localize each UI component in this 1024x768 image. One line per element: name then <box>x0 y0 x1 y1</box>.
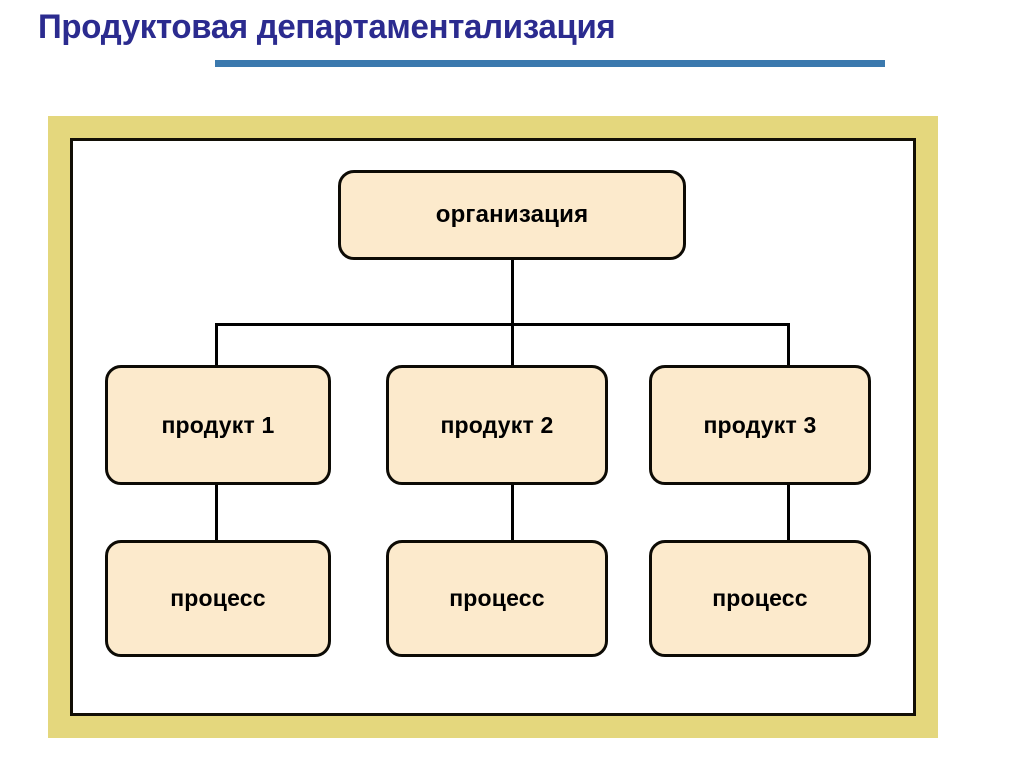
connector-root-to-product-3 <box>787 323 790 366</box>
connector-product-3-to-process-3 <box>787 485 790 541</box>
node-organization[interactable]: организация <box>338 170 686 260</box>
connector-product-1-to-process-1 <box>215 485 218 541</box>
connector-root-to-product-1 <box>215 323 218 366</box>
connector-root-stem <box>511 260 514 325</box>
node-product-2[interactable]: продукт 2 <box>386 365 608 485</box>
page-title: Продуктовая департаментализация <box>38 8 616 46</box>
connector-product-2-to-process-2 <box>511 485 514 541</box>
connector-horizontal-bus <box>215 323 790 326</box>
node-product-1[interactable]: продукт 1 <box>105 365 331 485</box>
node-process-2[interactable]: процесс <box>386 540 608 657</box>
connector-root-to-product-2 <box>511 323 514 366</box>
node-product-3[interactable]: продукт 3 <box>649 365 871 485</box>
node-process-1[interactable]: процесс <box>105 540 331 657</box>
title-underline-rule <box>215 60 885 67</box>
node-process-3[interactable]: процесс <box>649 540 871 657</box>
